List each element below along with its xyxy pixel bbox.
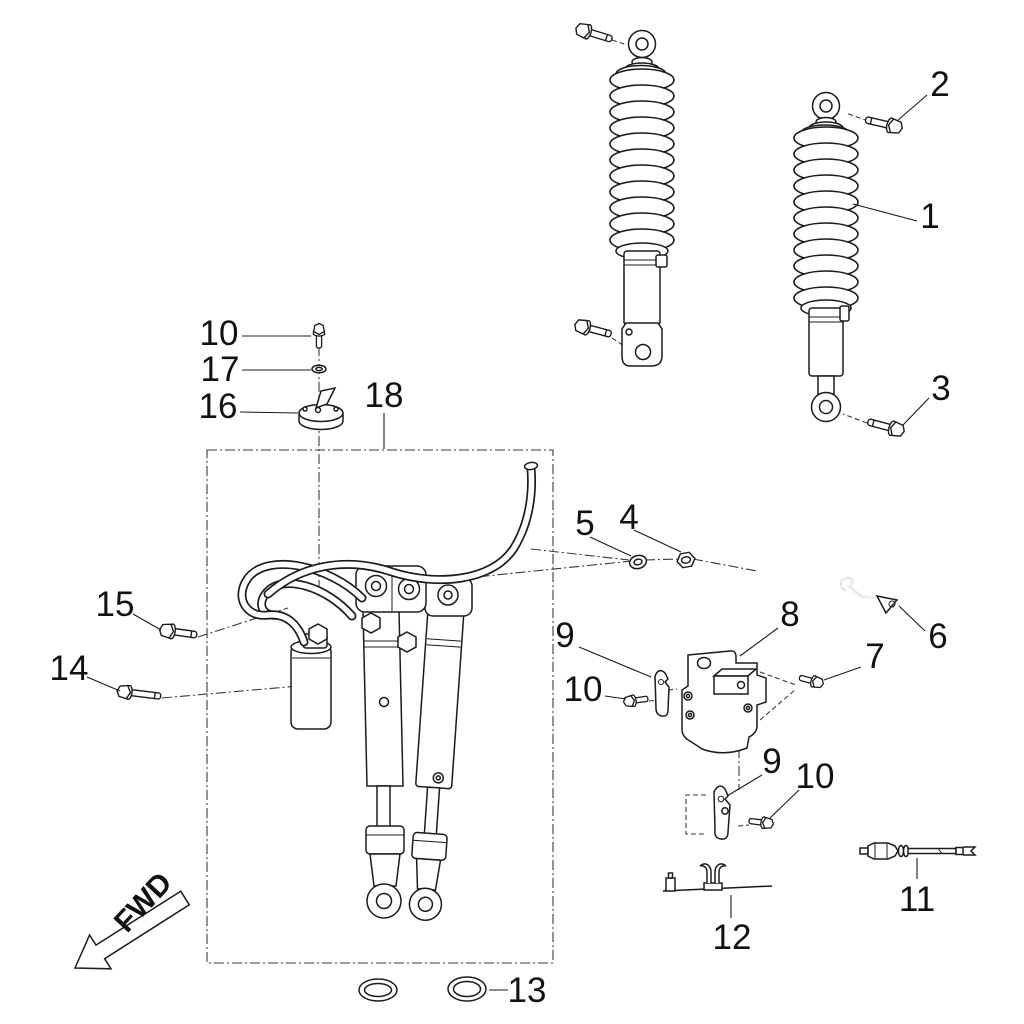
shoulder-bolt-7: [797, 671, 826, 691]
lower-mount-bolt-3: [865, 413, 907, 440]
o-rings-13: [358, 976, 487, 1002]
retainer-plate-9-lower: [713, 785, 731, 840]
coil-shock-left: [572, 20, 674, 367]
callout-9-upper: 9: [555, 616, 652, 678]
callout-13: 13: [489, 971, 546, 1010]
svg-text:12: 12: [713, 918, 752, 957]
damper-right: [408, 606, 465, 922]
mounting-bracket-8: [681, 650, 767, 754]
coil-spring: [610, 69, 674, 251]
flange-bolt-10-upper: [622, 692, 650, 709]
callout-5: 5: [575, 504, 632, 557]
svg-text:4: 4: [619, 498, 638, 537]
sensor-cable-11: [859, 842, 977, 860]
body-tab: [839, 305, 850, 322]
cap-lever: [314, 386, 337, 410]
damper-body: [808, 307, 844, 377]
wire-clip-6: [840, 577, 899, 615]
lower-mount-bolt-left: [572, 316, 614, 343]
svg-text:6: 6: [928, 617, 947, 656]
svg-text:16: 16: [199, 387, 238, 426]
svg-text:14: 14: [50, 649, 89, 688]
construction-lines: [161, 39, 869, 835]
callouts: 1 2 3 4 5 6 7 8 9 10 9 10 11 12 13: [50, 65, 951, 1010]
callout-16: 16: [199, 387, 299, 426]
cap-flange-bolt-10: [312, 322, 326, 349]
svg-text:15: 15: [96, 585, 135, 624]
banjo-bolt: [397, 631, 417, 653]
svg-text:9: 9: [555, 616, 574, 655]
reservoir-cap-16: [298, 386, 344, 431]
callout-6: 6: [898, 605, 948, 656]
svg-text:3: 3: [931, 369, 950, 408]
callout-4: 4: [619, 498, 682, 553]
banjo-bolt: [308, 623, 328, 645]
hydraulic-hoses: [237, 461, 539, 653]
callout-17: 17: [201, 350, 311, 389]
flange-nut-4: [676, 551, 696, 569]
svg-text:13: 13: [508, 971, 547, 1010]
callout-12: 12: [713, 895, 752, 957]
svg-text:2: 2: [930, 65, 949, 104]
callout-10-cap: 10: [200, 314, 311, 353]
callout-9-lower: 9: [726, 742, 782, 797]
cap-group: [298, 322, 344, 431]
adjuster-port: [655, 254, 668, 268]
svg-text:7: 7: [865, 637, 884, 676]
upper-mount-bolt-2: [863, 111, 905, 137]
long-flange-bolt-14: [115, 683, 163, 704]
u-clip: [699, 863, 727, 891]
svg-text:10: 10: [200, 314, 239, 353]
bracket-8-group: [622, 650, 826, 840]
callout-1: 1: [852, 197, 940, 236]
callout-7: 7: [823, 637, 885, 681]
svg-text:10: 10: [796, 757, 835, 796]
callout-10-lower: 10: [769, 757, 835, 819]
svg-text:10: 10: [564, 670, 603, 709]
callout-15: 15: [96, 585, 162, 631]
retainer-plate-9-upper: [654, 669, 670, 717]
assembly-18-dashed-box: [206, 449, 554, 964]
svg-text:8: 8: [780, 595, 799, 634]
callout-11: 11: [899, 858, 935, 919]
upper-mount-bolt-left: [573, 20, 615, 47]
svg-text:18: 18: [365, 376, 404, 415]
svg-text:9: 9: [762, 742, 781, 781]
hydraulic-shock-assembly-18: [237, 461, 539, 922]
rod-with-clip-12: [662, 863, 773, 892]
svg-text:17: 17: [201, 350, 240, 389]
callout-3: 3: [902, 369, 951, 426]
callout-2: 2: [896, 65, 950, 122]
fwd-direction: FWD: [73, 866, 191, 970]
callout-10-upper: 10: [564, 670, 627, 709]
short-flange-bolt-15: [157, 621, 199, 643]
banjo-bolt: [361, 612, 381, 634]
coil-shock-right: [794, 91, 907, 440]
callout-14: 14: [50, 649, 121, 692]
svg-text:5: 5: [575, 504, 594, 543]
remote-reservoir: [290, 623, 332, 730]
svg-text:1: 1: [920, 197, 939, 236]
callout-8: 8: [739, 595, 800, 657]
fwd-arrow-icon: [73, 890, 191, 970]
callout-18: 18: [365, 376, 404, 449]
coil-spring: [794, 127, 858, 309]
svg-text:11: 11: [899, 880, 935, 919]
washer-5: [628, 554, 648, 570]
damper-left: [355, 565, 427, 919]
damper-body: [623, 250, 661, 326]
hose-open-end: [523, 461, 539, 471]
